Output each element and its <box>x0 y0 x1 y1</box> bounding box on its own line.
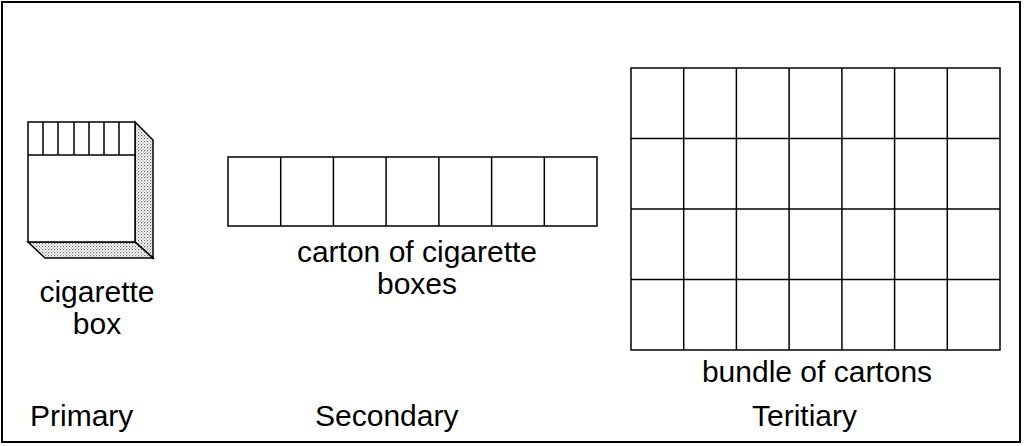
carton-divider <box>333 157 335 226</box>
item-caption: cigarette box <box>22 276 172 339</box>
bundle-row-line <box>631 208 1000 210</box>
cigarette-end <box>118 122 120 155</box>
bundle-drawing <box>631 68 1000 350</box>
carton-divider <box>544 157 546 226</box>
bundle-row-line <box>631 279 1000 281</box>
box-front <box>28 122 135 242</box>
cigarette-end <box>88 122 90 155</box>
level-label: Teritiary <box>752 400 857 432</box>
level-label: Secondary <box>315 400 458 432</box>
carton-divider <box>438 157 440 226</box>
item-caption: carton of cigarette boxes <box>267 236 567 299</box>
box-bottom-shade <box>28 242 153 258</box>
carton-outline <box>228 157 597 226</box>
level-label: Primary <box>30 400 133 432</box>
item-caption: bundle of cartons <box>617 356 1017 388</box>
bundle-row-line <box>631 138 1000 140</box>
carton-drawing <box>228 157 597 226</box>
box-side-shade <box>135 122 153 258</box>
cigarette-end <box>57 122 59 155</box>
bundle-outline <box>631 68 1000 350</box>
cigarette-box-drawing <box>28 122 153 258</box>
cigarette-end <box>42 122 44 155</box>
carton-divider <box>385 157 387 226</box>
cigarette-end <box>103 122 105 155</box>
carton-divider <box>280 157 282 226</box>
carton-divider <box>491 157 493 226</box>
cigarette-end <box>73 122 75 155</box>
